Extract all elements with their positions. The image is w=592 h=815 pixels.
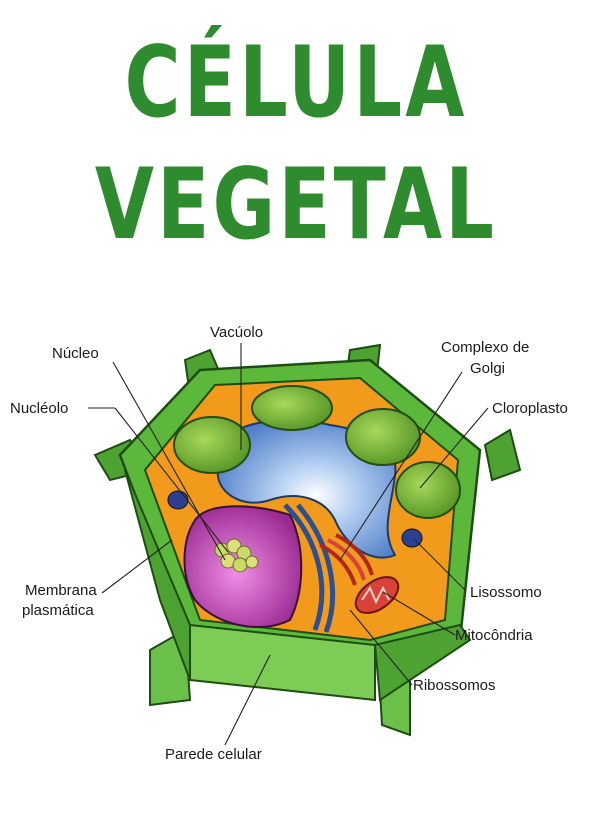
vacuole <box>216 419 397 559</box>
label-parede: Parede celular <box>165 746 262 763</box>
label-membrana-2: plasmática <box>22 602 94 619</box>
title-line-1: CÉLULA <box>124 26 468 140</box>
label-nucleolo: Nucléolo <box>10 400 68 417</box>
golgi-apparatus <box>319 533 374 586</box>
mitochondrion <box>354 576 400 614</box>
label-ribossomos: Ribossomos <box>413 677 496 694</box>
chloroplasts <box>173 385 461 519</box>
endoplasmic-reticulum <box>283 503 336 633</box>
leader-lines <box>88 343 489 746</box>
nucleolus <box>214 538 259 573</box>
label-membrana-1: Membrana <box>25 582 97 599</box>
label-complexo-1: Complexo de <box>441 339 529 356</box>
label-vacuolo: Vacúolo <box>210 324 263 341</box>
title-line-2: VEGETAL <box>94 148 498 262</box>
label-mitocondria: Mitocôndria <box>455 627 533 644</box>
label-cloroplasto: Cloroplasto <box>492 400 568 417</box>
label-nucleo: Núcleo <box>52 345 99 362</box>
label-complexo-2: Golgi <box>470 360 505 377</box>
lysosome <box>167 490 189 510</box>
label-lisossomo: Lisossomo <box>470 584 542 601</box>
